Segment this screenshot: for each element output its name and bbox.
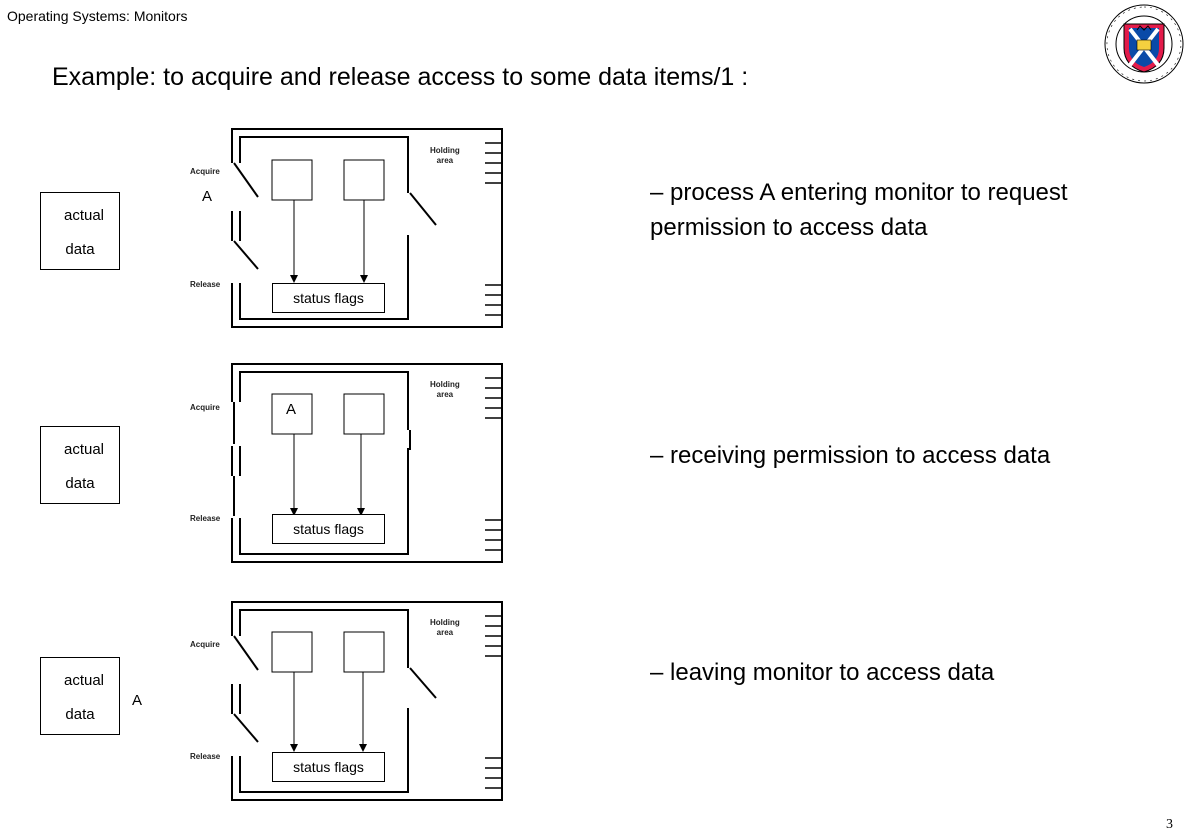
course-header: Operating Systems: Monitors — [7, 8, 188, 24]
holding-area-label: Holding area — [430, 618, 460, 638]
holding-label: Holding — [430, 380, 460, 389]
status-flags-box: status flags — [272, 752, 385, 782]
process-a-label: A — [286, 401, 297, 418]
crest-icon — [1104, 4, 1184, 84]
actual-label: actual — [63, 672, 105, 689]
data-label: data — [65, 241, 95, 258]
process-a-label: A — [202, 188, 213, 205]
page-number: 3 — [1166, 817, 1173, 832]
step-description: – process A entering monitor to request … — [650, 179, 1068, 241]
actual-label: actual — [63, 207, 105, 224]
university-crest-logo — [1104, 2, 1184, 90]
monitor-outline — [231, 601, 503, 801]
acquire-label: Acquire — [190, 167, 220, 176]
actual-data-box: actual data — [40, 426, 120, 504]
release-label: Release — [190, 514, 221, 523]
area-label: area — [436, 390, 454, 399]
data-label: data — [65, 475, 95, 492]
acquire-label: Acquire — [190, 403, 220, 412]
monitor-diagram: Acquire Release Holding area status flag… — [180, 358, 510, 568]
monitor-diagram: Acquire Release Holding area status flag… — [180, 596, 510, 806]
monitor-outline — [231, 363, 503, 563]
status-flags-box: status flags — [272, 514, 385, 544]
holding-area-label: Holding area — [430, 380, 460, 400]
step-description: – receiving permission to access data — [650, 442, 1051, 469]
monitor-diagram: Acquire Release Holding area status flag… — [180, 123, 510, 333]
data-label: data — [65, 706, 95, 723]
area-label: area — [436, 156, 454, 165]
area-label: area — [436, 628, 454, 637]
release-label: Release — [190, 752, 221, 761]
status-flags-box: status flags — [272, 283, 385, 313]
slide-title: Example: to acquire and release access t… — [52, 63, 749, 91]
process-a-label: A — [132, 692, 143, 709]
actual-label: actual — [63, 441, 105, 458]
step-description: – leaving monitor to access data — [650, 659, 995, 686]
holding-label: Holding — [430, 618, 460, 627]
release-label: Release — [190, 280, 221, 289]
actual-data-box: actual data — [40, 657, 120, 735]
holding-label: Holding — [430, 146, 460, 155]
actual-data-box: actual data — [40, 192, 120, 270]
holding-area-label: Holding area — [430, 146, 460, 166]
monitor-outline — [231, 128, 503, 328]
acquire-label: Acquire — [190, 640, 220, 649]
